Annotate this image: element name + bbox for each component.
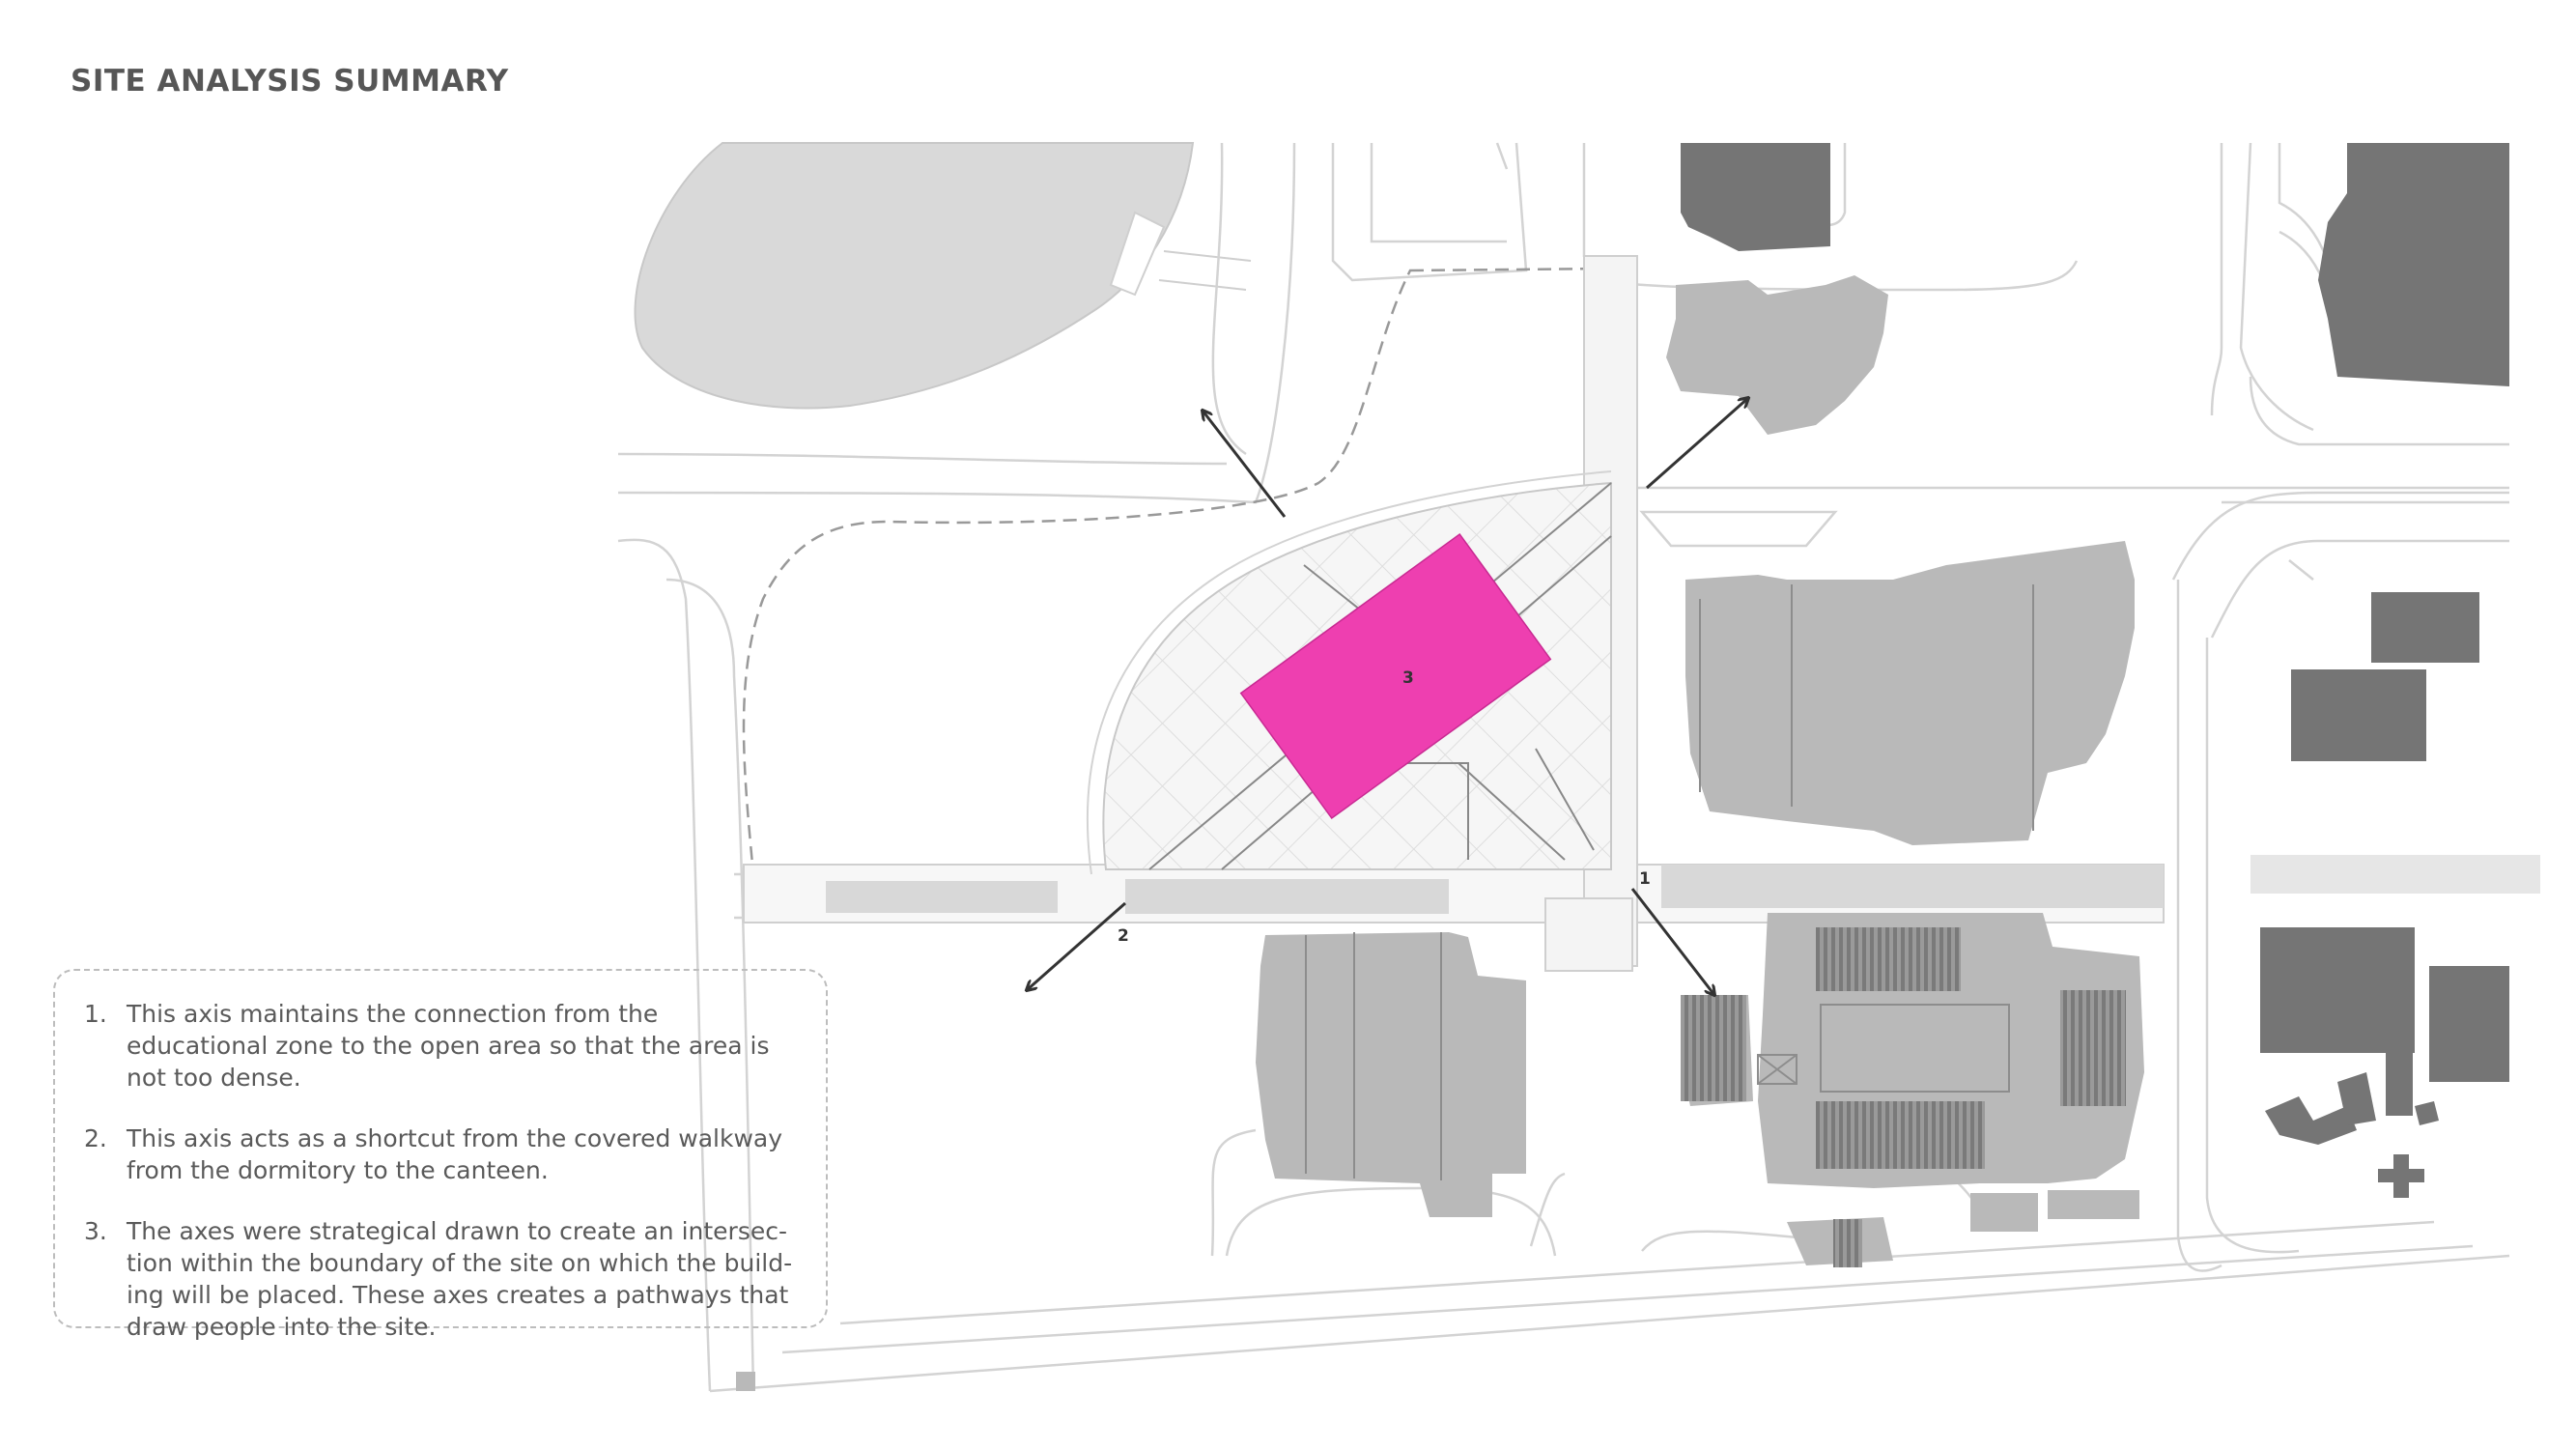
site-boundary xyxy=(742,267,1613,876)
note-text: This axis maintains the connection from … xyxy=(127,1000,770,1092)
note-item: 1. This axis maintains the connection fr… xyxy=(84,998,801,1094)
stadium-ground xyxy=(634,142,1195,410)
page-title: SITE ANALYSIS SUMMARY xyxy=(71,64,509,99)
proposed-building xyxy=(1239,532,1552,820)
notes-box: 1. This axis maintains the connection fr… xyxy=(53,969,828,1341)
note-text: This axis acts as a shortcut from the co… xyxy=(127,1124,783,1184)
note-text: The axes were strategical drawn to creat… xyxy=(127,1217,793,1341)
note-item: 3. The axes were strategical drawn to cr… xyxy=(84,1215,801,1343)
note-number: 3. xyxy=(84,1217,107,1245)
dark-buildings xyxy=(1681,143,2509,1198)
map-label-2: 2 xyxy=(1118,926,1129,946)
map-label-1: 1 xyxy=(1639,869,1651,889)
note-number: 2. xyxy=(84,1124,107,1152)
map-label-3: 3 xyxy=(1402,668,1414,688)
note-number: 1. xyxy=(84,1000,107,1028)
note-item: 2. This axis acts as a shortcut from the… xyxy=(84,1122,801,1186)
direction-arrows xyxy=(1027,398,1748,995)
